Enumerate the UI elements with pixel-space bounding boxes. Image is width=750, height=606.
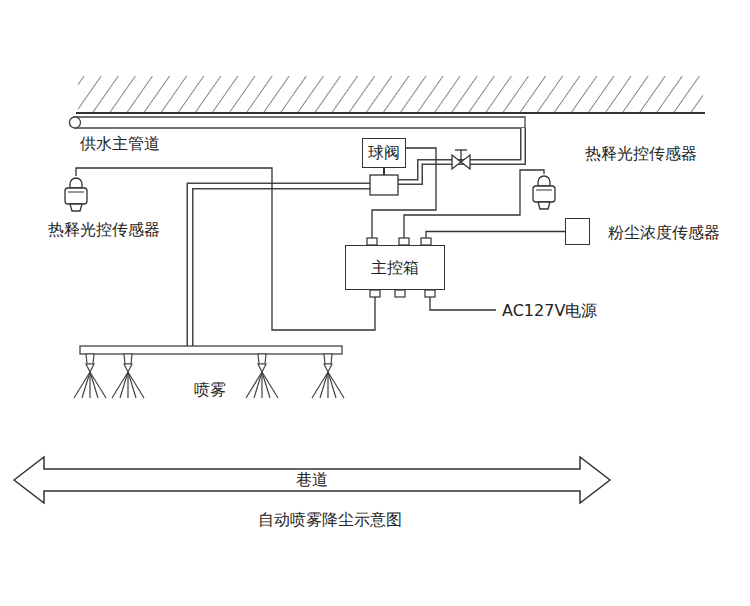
caption: 自动喷雾降尘示意图 [230,510,430,529]
branch-pipe [190,128,523,348]
power-wire [430,297,496,310]
spray-label: 喷雾 [194,380,226,399]
pipe-label: 供水主管道 [80,134,160,153]
ball-valve-box: 球阀 [362,138,406,168]
signal-wire [76,168,375,330]
sensor-icon [530,174,558,212]
sensor-label: 热释光控传感器 [585,144,697,163]
dust-sensor: 粉尘浓度传感器 [565,218,590,245]
control-box: 主控箱 [345,245,445,290]
pir-sensor: 热释光控传感器 [530,174,558,212]
band-label: 巷道 [296,470,328,489]
ball-valve-body [370,175,398,195]
power-label: AC127V电源 [502,301,597,320]
box-label: 主控箱 [371,258,419,277]
roof-hatch [78,76,703,112]
gate-valve-handle [455,149,467,150]
sensor-label: 粉尘浓度传感器 [608,223,720,242]
sensor-label: 热释光控传感器 [48,220,160,239]
signal-wire [404,170,544,238]
pir-sensor: 热释光控传感器 [62,176,90,214]
pipe-end [70,117,81,128]
main-pipe [70,117,526,128]
signal-wire [426,232,565,239]
box-label: 球阀 [368,143,400,162]
spray-manifold [80,346,342,354]
gate-valve-stem [460,150,461,162]
sensor-icon [62,176,90,214]
roof-line [76,112,705,114]
tunnel-band: 巷道 [12,455,612,505]
ball-valve-stem [383,168,385,175]
